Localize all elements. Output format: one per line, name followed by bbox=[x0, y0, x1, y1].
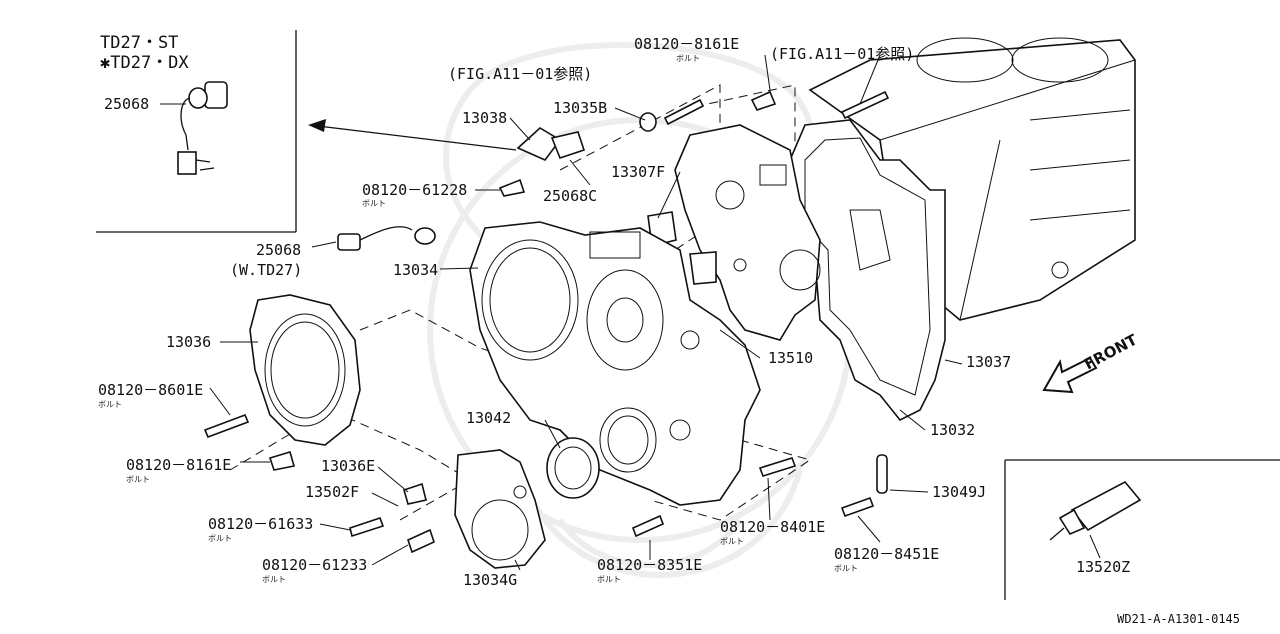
inset-model-line2: ✱TD27・DX bbox=[100, 53, 189, 73]
label-25068C: 25068C bbox=[543, 187, 598, 205]
label-08120-8401E: 08120－8401E bbox=[720, 518, 826, 536]
label-13510: 13510 bbox=[768, 349, 814, 367]
label-13502F: 13502F bbox=[305, 483, 360, 501]
label-08120-8161E-low-sub: ボルト bbox=[126, 475, 150, 484]
label-13032: 13032 bbox=[930, 421, 976, 439]
label-13307F: 13307F bbox=[611, 163, 666, 181]
label-08120-61233-sub: ボルト bbox=[262, 575, 286, 584]
label-08120-8451E: 08120－8451E bbox=[834, 545, 940, 563]
label-13520Z: 13520Z bbox=[1076, 558, 1131, 576]
inset-sensor-drawing bbox=[160, 81, 228, 175]
label-13034G: 13034G bbox=[463, 571, 518, 589]
label-13035B: 13035B bbox=[553, 99, 608, 117]
front-arrow bbox=[1042, 356, 1098, 394]
label-08120-61233: 08120－61233 bbox=[262, 556, 368, 574]
label-13036: 13036 bbox=[166, 333, 212, 351]
label-08120-61633-sub: ボルト bbox=[208, 534, 232, 543]
label-08120-8451E-sub: ボルト bbox=[834, 564, 858, 573]
label-08120-8161E-top: 08120－8161E bbox=[634, 35, 740, 53]
front-cover bbox=[469, 221, 761, 506]
small-cover bbox=[454, 449, 546, 569]
label-25068: 25068 bbox=[256, 241, 302, 259]
label-08120-61633: 08120－61633 bbox=[208, 515, 314, 533]
label-13034: 13034 bbox=[393, 261, 439, 279]
label-08120-8601E: 08120－8601E bbox=[98, 381, 204, 399]
label-08120-8161E-low: 08120－8161E bbox=[126, 456, 232, 474]
sealant-inset bbox=[1004, 459, 1280, 600]
bracket-13038 bbox=[516, 112, 657, 161]
label-08120-8351E-sub: ボルト bbox=[597, 575, 621, 584]
label-13036E: 13036E bbox=[321, 457, 376, 475]
label-08120-8161E-top-sub: ボルト bbox=[676, 54, 700, 63]
front-plate bbox=[674, 124, 821, 341]
label-08120-61228: 08120－61228 bbox=[362, 181, 468, 199]
inset-part-25068: 25068 bbox=[104, 95, 150, 113]
label-13038: 13038 bbox=[462, 109, 508, 127]
oil-seal bbox=[546, 437, 600, 499]
fig-ref-right: (FIG.A11－01参照) bbox=[770, 45, 915, 63]
fig-ref-left: (FIG.A11－01参照) bbox=[448, 65, 593, 83]
label-08120-8351E: 08120－8351E bbox=[597, 556, 703, 574]
label-13042: 13042 bbox=[466, 409, 512, 427]
inset-frame bbox=[96, 30, 297, 233]
sensor-25068 bbox=[337, 226, 436, 251]
leader-lines bbox=[160, 54, 963, 571]
label-08120-8401E-sub: ボルト bbox=[720, 537, 744, 546]
label-13037: 13037 bbox=[966, 353, 1012, 371]
bolts bbox=[203, 90, 890, 554]
document-id: WD21-A-A1301-0145 bbox=[1117, 612, 1240, 626]
inset-model-line1: TD27・ST bbox=[100, 33, 179, 53]
label-08120-8601E-sub: ボルト bbox=[98, 400, 122, 409]
label-08120-61228-sub: ボルト bbox=[362, 199, 386, 208]
inset-arrow bbox=[308, 119, 517, 151]
label-13049J: 13049J bbox=[932, 483, 987, 501]
label-25068-note: (W.TD27) bbox=[230, 261, 303, 279]
rear-cover-plate bbox=[249, 294, 361, 446]
